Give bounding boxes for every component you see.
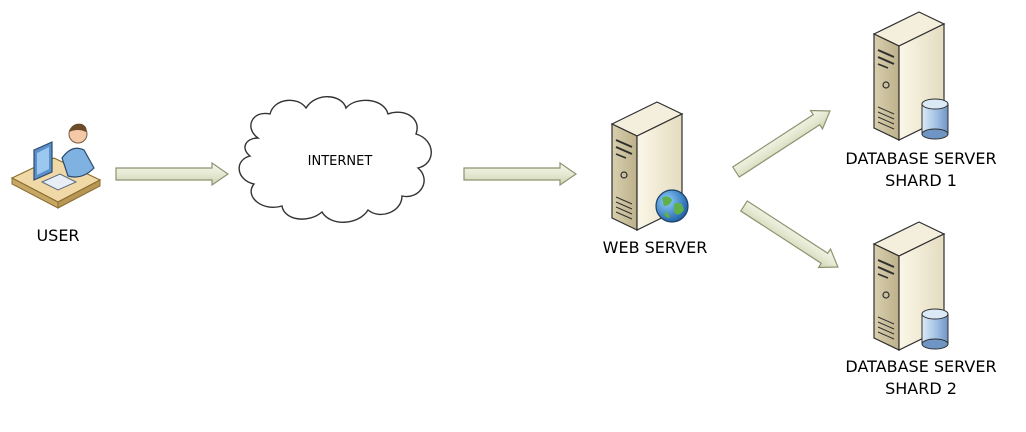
user-at-computer-icon bbox=[10, 123, 102, 209]
db-server-2-label: DATABASE SERVER bbox=[845, 357, 997, 376]
arrow-web-server-to-db-shard-2 bbox=[737, 196, 845, 277]
cloud-icon bbox=[238, 96, 432, 223]
web-server-icon bbox=[611, 101, 689, 231]
user-label: USER bbox=[36, 226, 80, 245]
database-server-icon bbox=[873, 11, 949, 141]
web-server-label: WEB SERVER bbox=[602, 238, 708, 257]
arrow-user-to-internet bbox=[115, 162, 229, 186]
db-server-1-shard-label: SHARD 1 bbox=[885, 171, 957, 190]
internet-label: INTERNET bbox=[307, 154, 373, 169]
db-server-1-label: DATABASE SERVER bbox=[845, 149, 997, 168]
database-server-icon bbox=[873, 221, 949, 351]
globe-icon bbox=[655, 189, 689, 223]
arrow-web-server-to-db-shard-1 bbox=[729, 101, 837, 182]
database-cylinder-icon bbox=[921, 98, 949, 140]
db-server-2-shard-label: SHARD 2 bbox=[885, 379, 957, 398]
arrow-internet-to-web-server bbox=[463, 162, 577, 186]
database-cylinder-icon bbox=[921, 308, 949, 350]
